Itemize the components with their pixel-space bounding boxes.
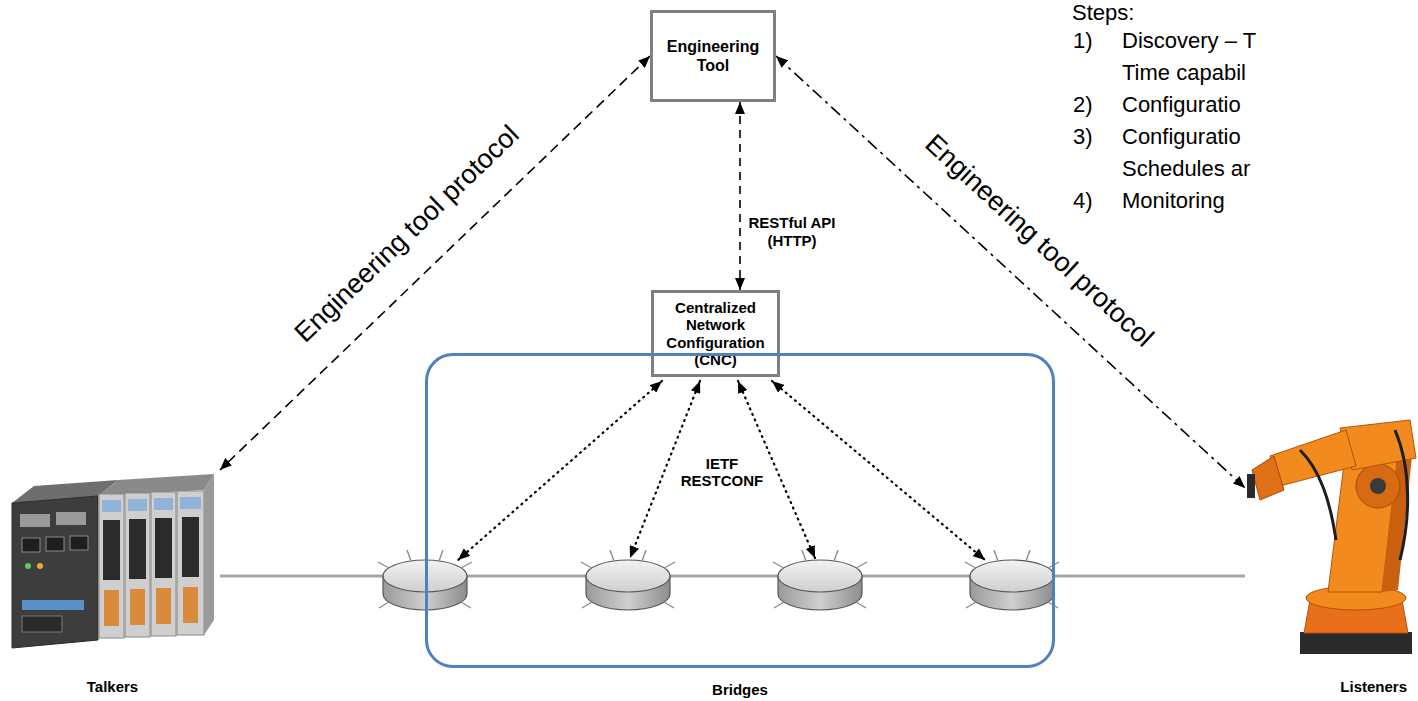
module-connector xyxy=(182,517,199,577)
label-holder: 1) xyxy=(1073,28,1093,53)
module-label xyxy=(102,500,121,512)
node-label: Engineering Tool xyxy=(656,37,770,75)
io-module xyxy=(125,493,150,637)
module-terminal xyxy=(156,588,171,624)
robot-cable xyxy=(1300,450,1336,540)
port xyxy=(56,512,86,525)
controller-illustration xyxy=(12,474,214,648)
port xyxy=(70,536,88,550)
robot-wrist xyxy=(1252,456,1284,500)
step-number: 1) xyxy=(1073,28,1093,53)
label-holder: Time capabil xyxy=(1122,60,1246,85)
label-holder: Configuratio xyxy=(1122,92,1241,117)
status-led xyxy=(25,563,31,569)
module-label xyxy=(154,498,173,510)
module-connector xyxy=(103,520,120,580)
io-module xyxy=(177,491,204,635)
module-label xyxy=(180,497,201,509)
robot-forearm xyxy=(1270,430,1356,486)
robot-cable xyxy=(1395,430,1408,560)
bridge-symbol xyxy=(581,550,675,610)
node-label: Talkers xyxy=(87,678,138,696)
label-holder: Monitoring xyxy=(1122,188,1225,213)
restconf-links xyxy=(458,381,985,560)
label-holder: 4) xyxy=(1073,188,1093,213)
protocol-arrow xyxy=(776,56,1245,488)
step-text: Schedules ar xyxy=(1122,156,1250,181)
step-text: Monitoring xyxy=(1122,188,1225,213)
chassis-side xyxy=(204,474,214,635)
step-number: 2) xyxy=(1073,92,1093,117)
label-holder: IETF RESTCONF xyxy=(676,454,768,490)
port xyxy=(46,537,64,551)
network-wire xyxy=(425,575,1055,578)
robot-foot xyxy=(1300,632,1412,654)
module-connector xyxy=(155,518,172,578)
label-holder: Engineering tool protocol xyxy=(289,119,526,349)
node-label: Centralized Network Configuration (CNC) xyxy=(657,299,774,368)
port xyxy=(20,514,50,527)
node-label: Listeners xyxy=(1340,678,1407,696)
node-label: Bridges xyxy=(428,681,1052,699)
robot-motor xyxy=(1356,464,1400,508)
robot-flange xyxy=(1247,474,1255,498)
connector-label: Engineering tool protocol xyxy=(289,119,526,349)
restconf-arrow xyxy=(458,381,662,560)
bridge-network: Bridges xyxy=(425,353,1055,668)
controller-front xyxy=(12,496,98,648)
label-holder: Steps: xyxy=(1072,0,1134,25)
step-text: Configuratio xyxy=(1122,124,1241,149)
module-body xyxy=(125,493,150,637)
list-heading: Steps: xyxy=(1072,0,1134,25)
cnc-box: Centralized Network Configuration (CNC) xyxy=(651,290,780,377)
module-body xyxy=(99,494,124,638)
port xyxy=(22,538,40,552)
step-number: 3) xyxy=(1073,124,1093,149)
talker-device: Talkers xyxy=(5,470,220,698)
robot-illustration xyxy=(1247,420,1416,654)
protocol-label: IETF RESTCONF xyxy=(676,454,768,490)
module-terminal xyxy=(104,590,119,626)
label-holder: RESTful API (HTTP) xyxy=(744,214,839,250)
step-text: Configuratio xyxy=(1122,92,1241,117)
module-terminal xyxy=(183,587,198,623)
protocol-arrow xyxy=(739,102,741,290)
module-label xyxy=(128,499,147,511)
label-holder: Schedules ar xyxy=(1122,156,1250,181)
protocol-arrow xyxy=(220,56,650,470)
bridge-symbol xyxy=(965,550,1059,610)
module-connector xyxy=(129,519,146,579)
label-holder: Configuratio xyxy=(1122,124,1241,149)
bridge-symbol xyxy=(773,550,867,610)
module-body xyxy=(151,492,176,636)
panel-label xyxy=(22,600,84,610)
status-led xyxy=(37,563,43,569)
module-body xyxy=(177,491,204,635)
step-number: 4) xyxy=(1073,188,1093,213)
connector-label: RESTful API (HTTP) xyxy=(744,214,839,250)
tool-box: Engineering Tool xyxy=(650,10,776,102)
label-holder: Discovery – T xyxy=(1122,28,1256,53)
network-wire xyxy=(1055,575,1245,578)
module-terminal xyxy=(130,589,145,625)
io-module xyxy=(99,494,124,638)
label-holder: 3) xyxy=(1073,124,1093,149)
robot-hub xyxy=(1370,478,1386,494)
port xyxy=(22,616,62,632)
label-holder: 2) xyxy=(1073,92,1093,117)
io-module xyxy=(151,492,176,636)
restconf-arrow xyxy=(772,381,985,560)
step-text: Time capabil xyxy=(1122,60,1246,85)
connector-group xyxy=(220,56,1245,576)
step-text: Discovery – T xyxy=(1122,28,1256,53)
listener-robot: Listeners xyxy=(1245,405,1413,698)
